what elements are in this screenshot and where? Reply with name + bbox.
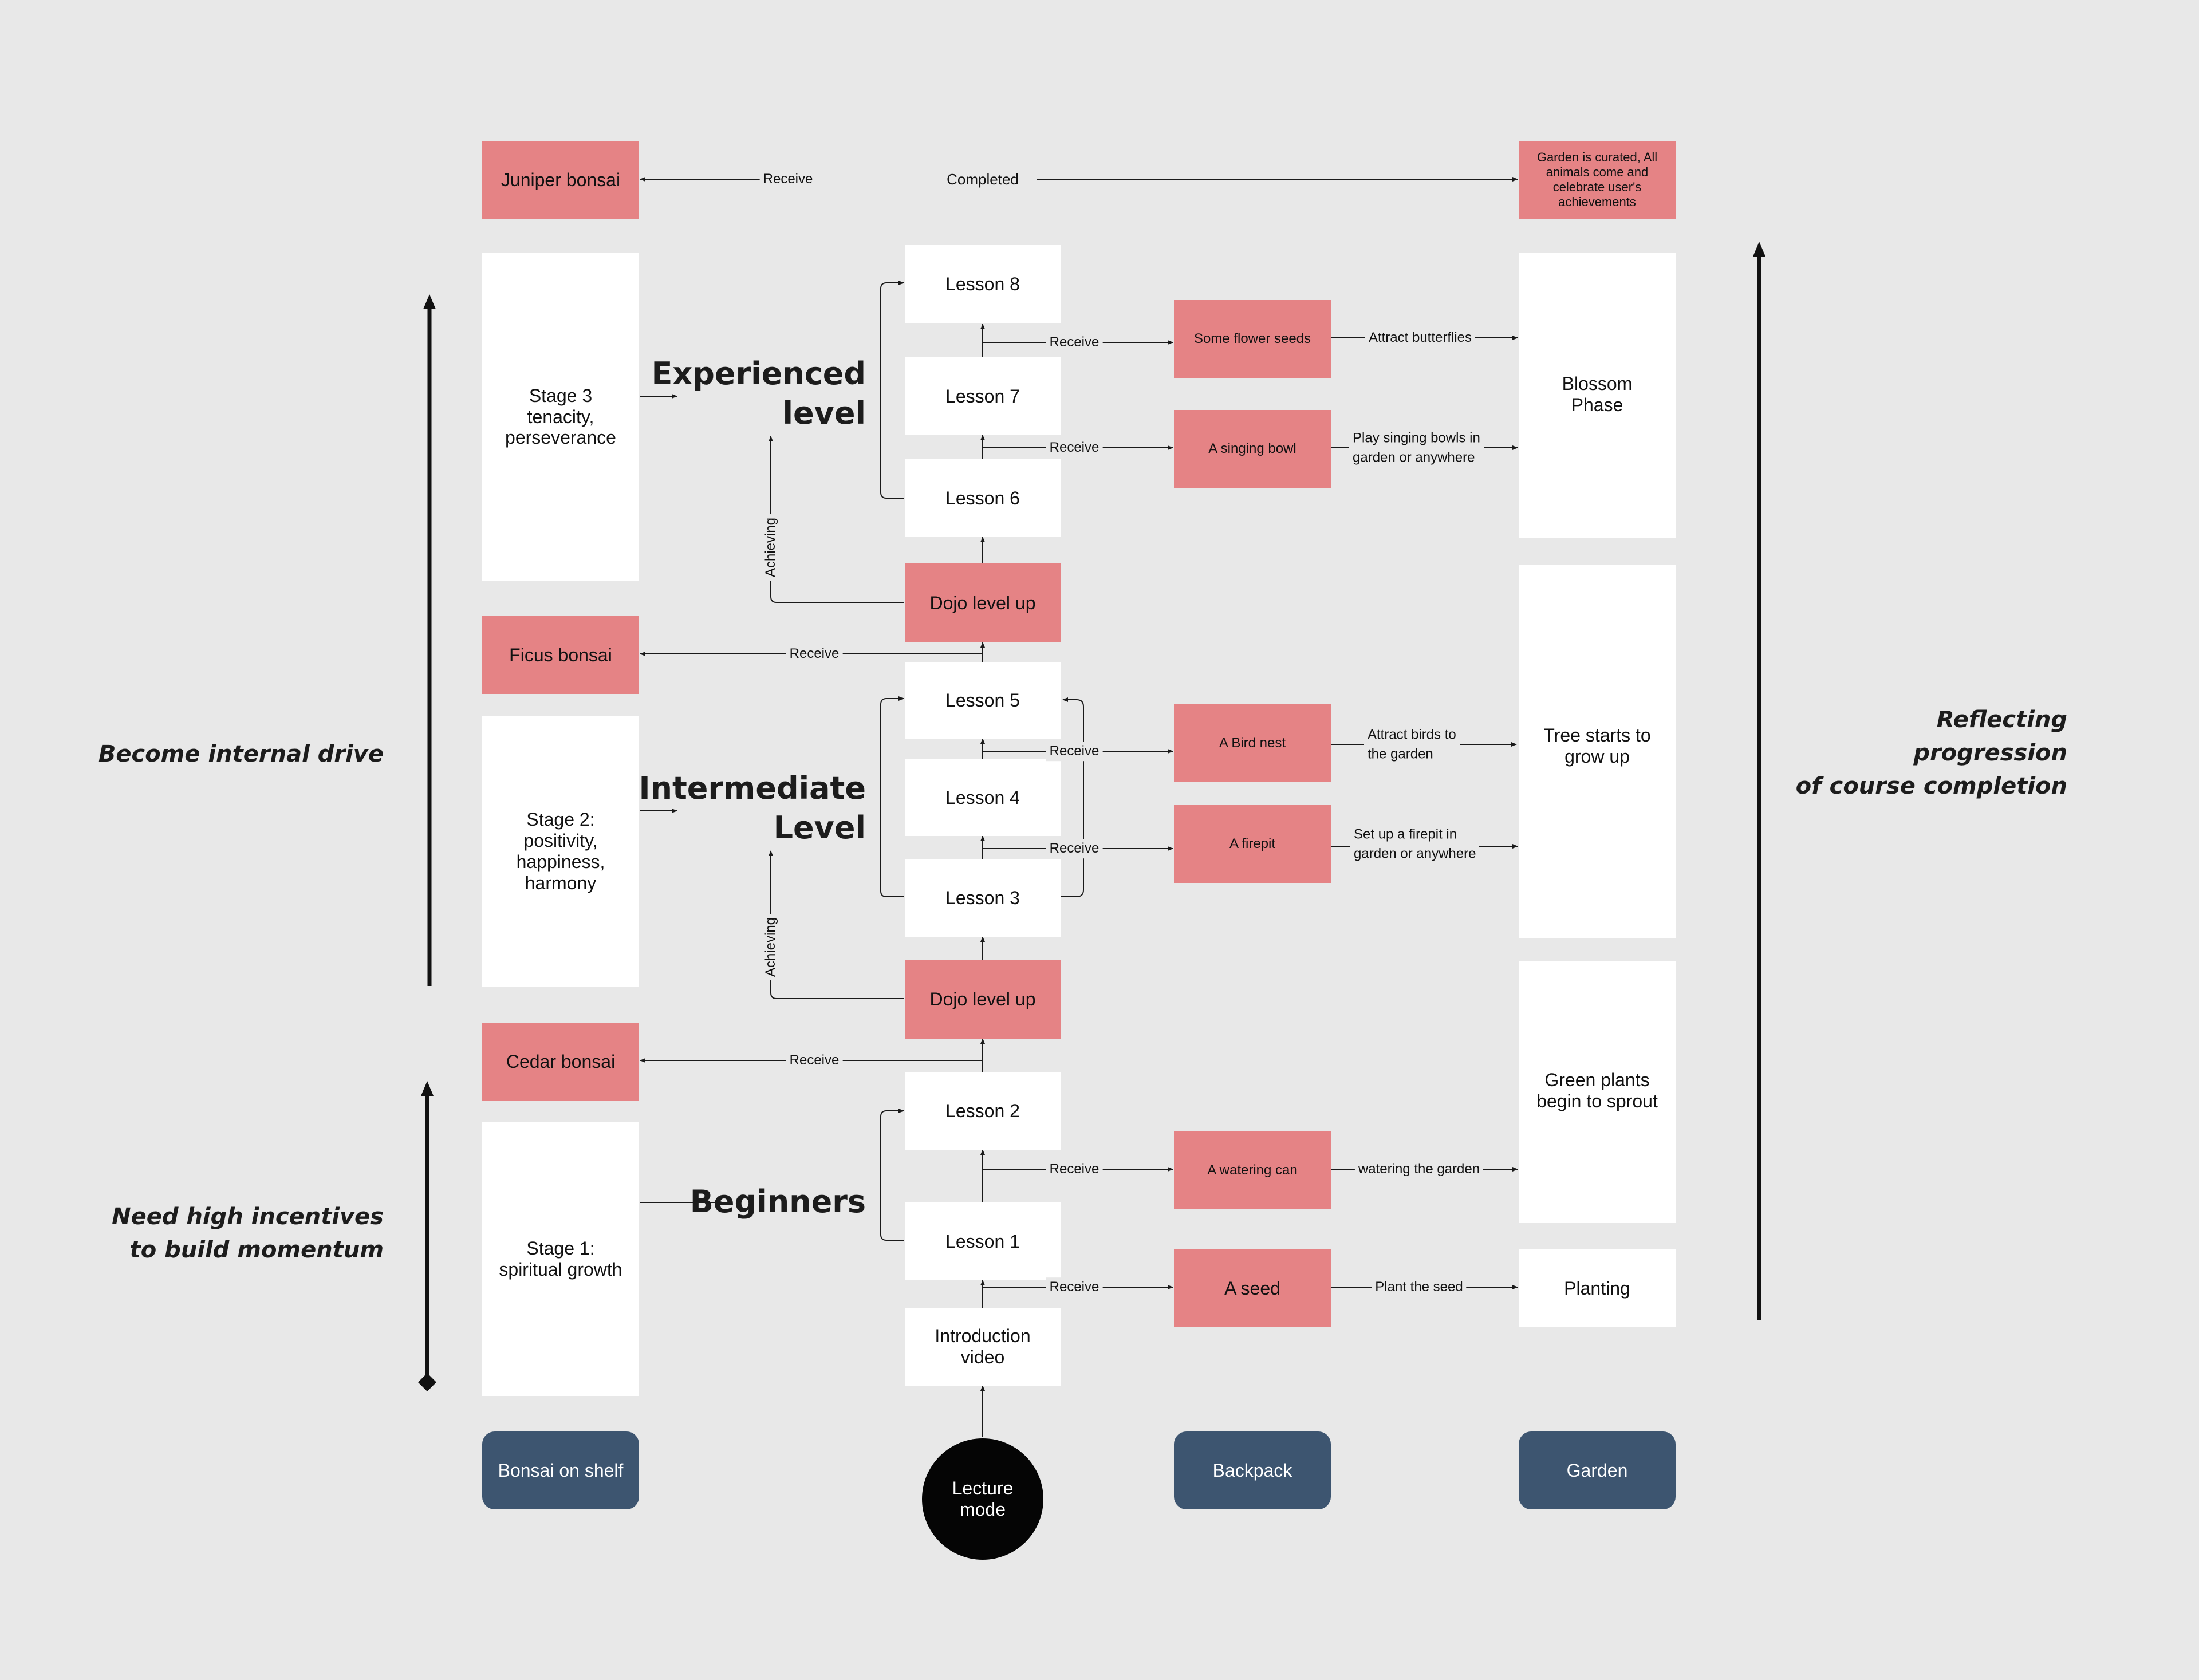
ficus-bonsai: Ficus bonsai <box>482 616 639 694</box>
level-beginners: Beginners <box>689 1184 866 1220</box>
juniper-bonsai: Juniper bonsai <box>482 141 639 219</box>
bracket-l1-l2 <box>880 1109 904 1241</box>
edge-achieving-experienced <box>769 436 904 603</box>
lesson-1: Lesson 1 <box>905 1202 1061 1280</box>
lesson-4: Lesson 4 <box>905 759 1061 836</box>
lecture-mode: Lecture mode <box>922 1438 1043 1560</box>
stage-2: Stage 2: positivity, happiness, harmony <box>482 716 639 987</box>
bracket-l3-l5-right <box>1061 697 1084 897</box>
receive-label-flowers: Receive <box>1046 333 1103 352</box>
label-attract-birds: Attract birds to the garden <box>1364 725 1460 764</box>
column-header-bonsai-on-shelf: Bonsai on shelf <box>482 1431 639 1509</box>
edge-achieving-intermediate <box>769 850 904 999</box>
bracket-l3-l5 <box>880 696 904 897</box>
garden-tree-grow: Tree starts to grow up <box>1519 565 1676 938</box>
receive-label-cedar: Receive <box>786 1051 843 1070</box>
stage-3: Stage 3 tenacity, perseverance <box>482 253 639 581</box>
lesson-5: Lesson 5 <box>905 662 1061 739</box>
completed-node: Completed <box>947 171 1019 188</box>
level-intermediate: Intermediate Level <box>639 770 866 846</box>
bracket-l6-l8 <box>880 281 904 499</box>
dojo-level-up-2: Dojo level up <box>905 563 1061 642</box>
stage-1: Stage 1: spiritual growth <box>482 1122 639 1396</box>
receive-label-seed: Receive <box>1046 1277 1103 1297</box>
lesson-2: Lesson 2 <box>905 1072 1061 1150</box>
cedar-bonsai: Cedar bonsai <box>482 1023 639 1101</box>
item-seed: A seed <box>1174 1249 1331 1327</box>
level-experienced: Experienced level <box>651 356 866 432</box>
item-bird-nest: A Bird nest <box>1174 704 1331 782</box>
receive-label-ficus: Receive <box>786 644 843 664</box>
receive-label-bowl: Receive <box>1046 438 1103 458</box>
label-setup-firepit: Set up a firepit in garden or anywhere <box>1350 825 1480 863</box>
receive-label-juniper: Receive <box>759 169 817 189</box>
item-firepit: A firepit <box>1174 805 1331 883</box>
garden-green-plants: Green plants begin to sprout <box>1519 961 1676 1223</box>
item-watering-can: A watering can <box>1174 1131 1331 1209</box>
receive-label-firepit: Receive <box>1046 839 1103 858</box>
item-flower-seeds: Some flower seeds <box>1174 300 1331 378</box>
label-achieving-experienced: Achieving <box>763 514 779 581</box>
annotation-reflecting-progression: Reflecting progression of course complet… <box>1795 707 2067 799</box>
column-header-garden: Garden <box>1519 1431 1676 1509</box>
lesson-6: Lesson 6 <box>905 459 1061 537</box>
receive-label-watering: Receive <box>1046 1160 1103 1179</box>
garden-blossom-phase: Blossom Phase <box>1519 253 1676 538</box>
annotation-internal-drive: Become internal drive <box>98 741 384 767</box>
garden-curated: Garden is curated, All animals come and … <box>1519 141 1676 219</box>
lesson-8: Lesson 8 <box>905 245 1061 323</box>
diamond-start-marker <box>418 1373 436 1391</box>
lesson-7: Lesson 7 <box>905 357 1061 435</box>
label-achieving-intermediate: Achieving <box>763 913 779 981</box>
item-singing-bowl: A singing bowl <box>1174 410 1331 488</box>
label-watering-garden: watering the garden <box>1354 1160 1484 1179</box>
introduction-video: Introduction video <box>905 1308 1061 1386</box>
label-attract-butterflies: Attract butterflies <box>1365 328 1476 348</box>
receive-label-birdnest: Receive <box>1046 742 1103 761</box>
label-plant-seed: Plant the seed <box>1372 1277 1467 1297</box>
label-play-singing-bowls: Play singing bowls in garden or anywhere <box>1349 428 1484 467</box>
column-header-backpack: Backpack <box>1174 1431 1331 1509</box>
annotation-high-incentives: Need high incentives to build momentum <box>112 1204 384 1263</box>
dojo-level-up-1: Dojo level up <box>905 960 1061 1039</box>
lesson-3: Lesson 3 <box>905 859 1061 937</box>
garden-planting: Planting <box>1519 1249 1676 1327</box>
